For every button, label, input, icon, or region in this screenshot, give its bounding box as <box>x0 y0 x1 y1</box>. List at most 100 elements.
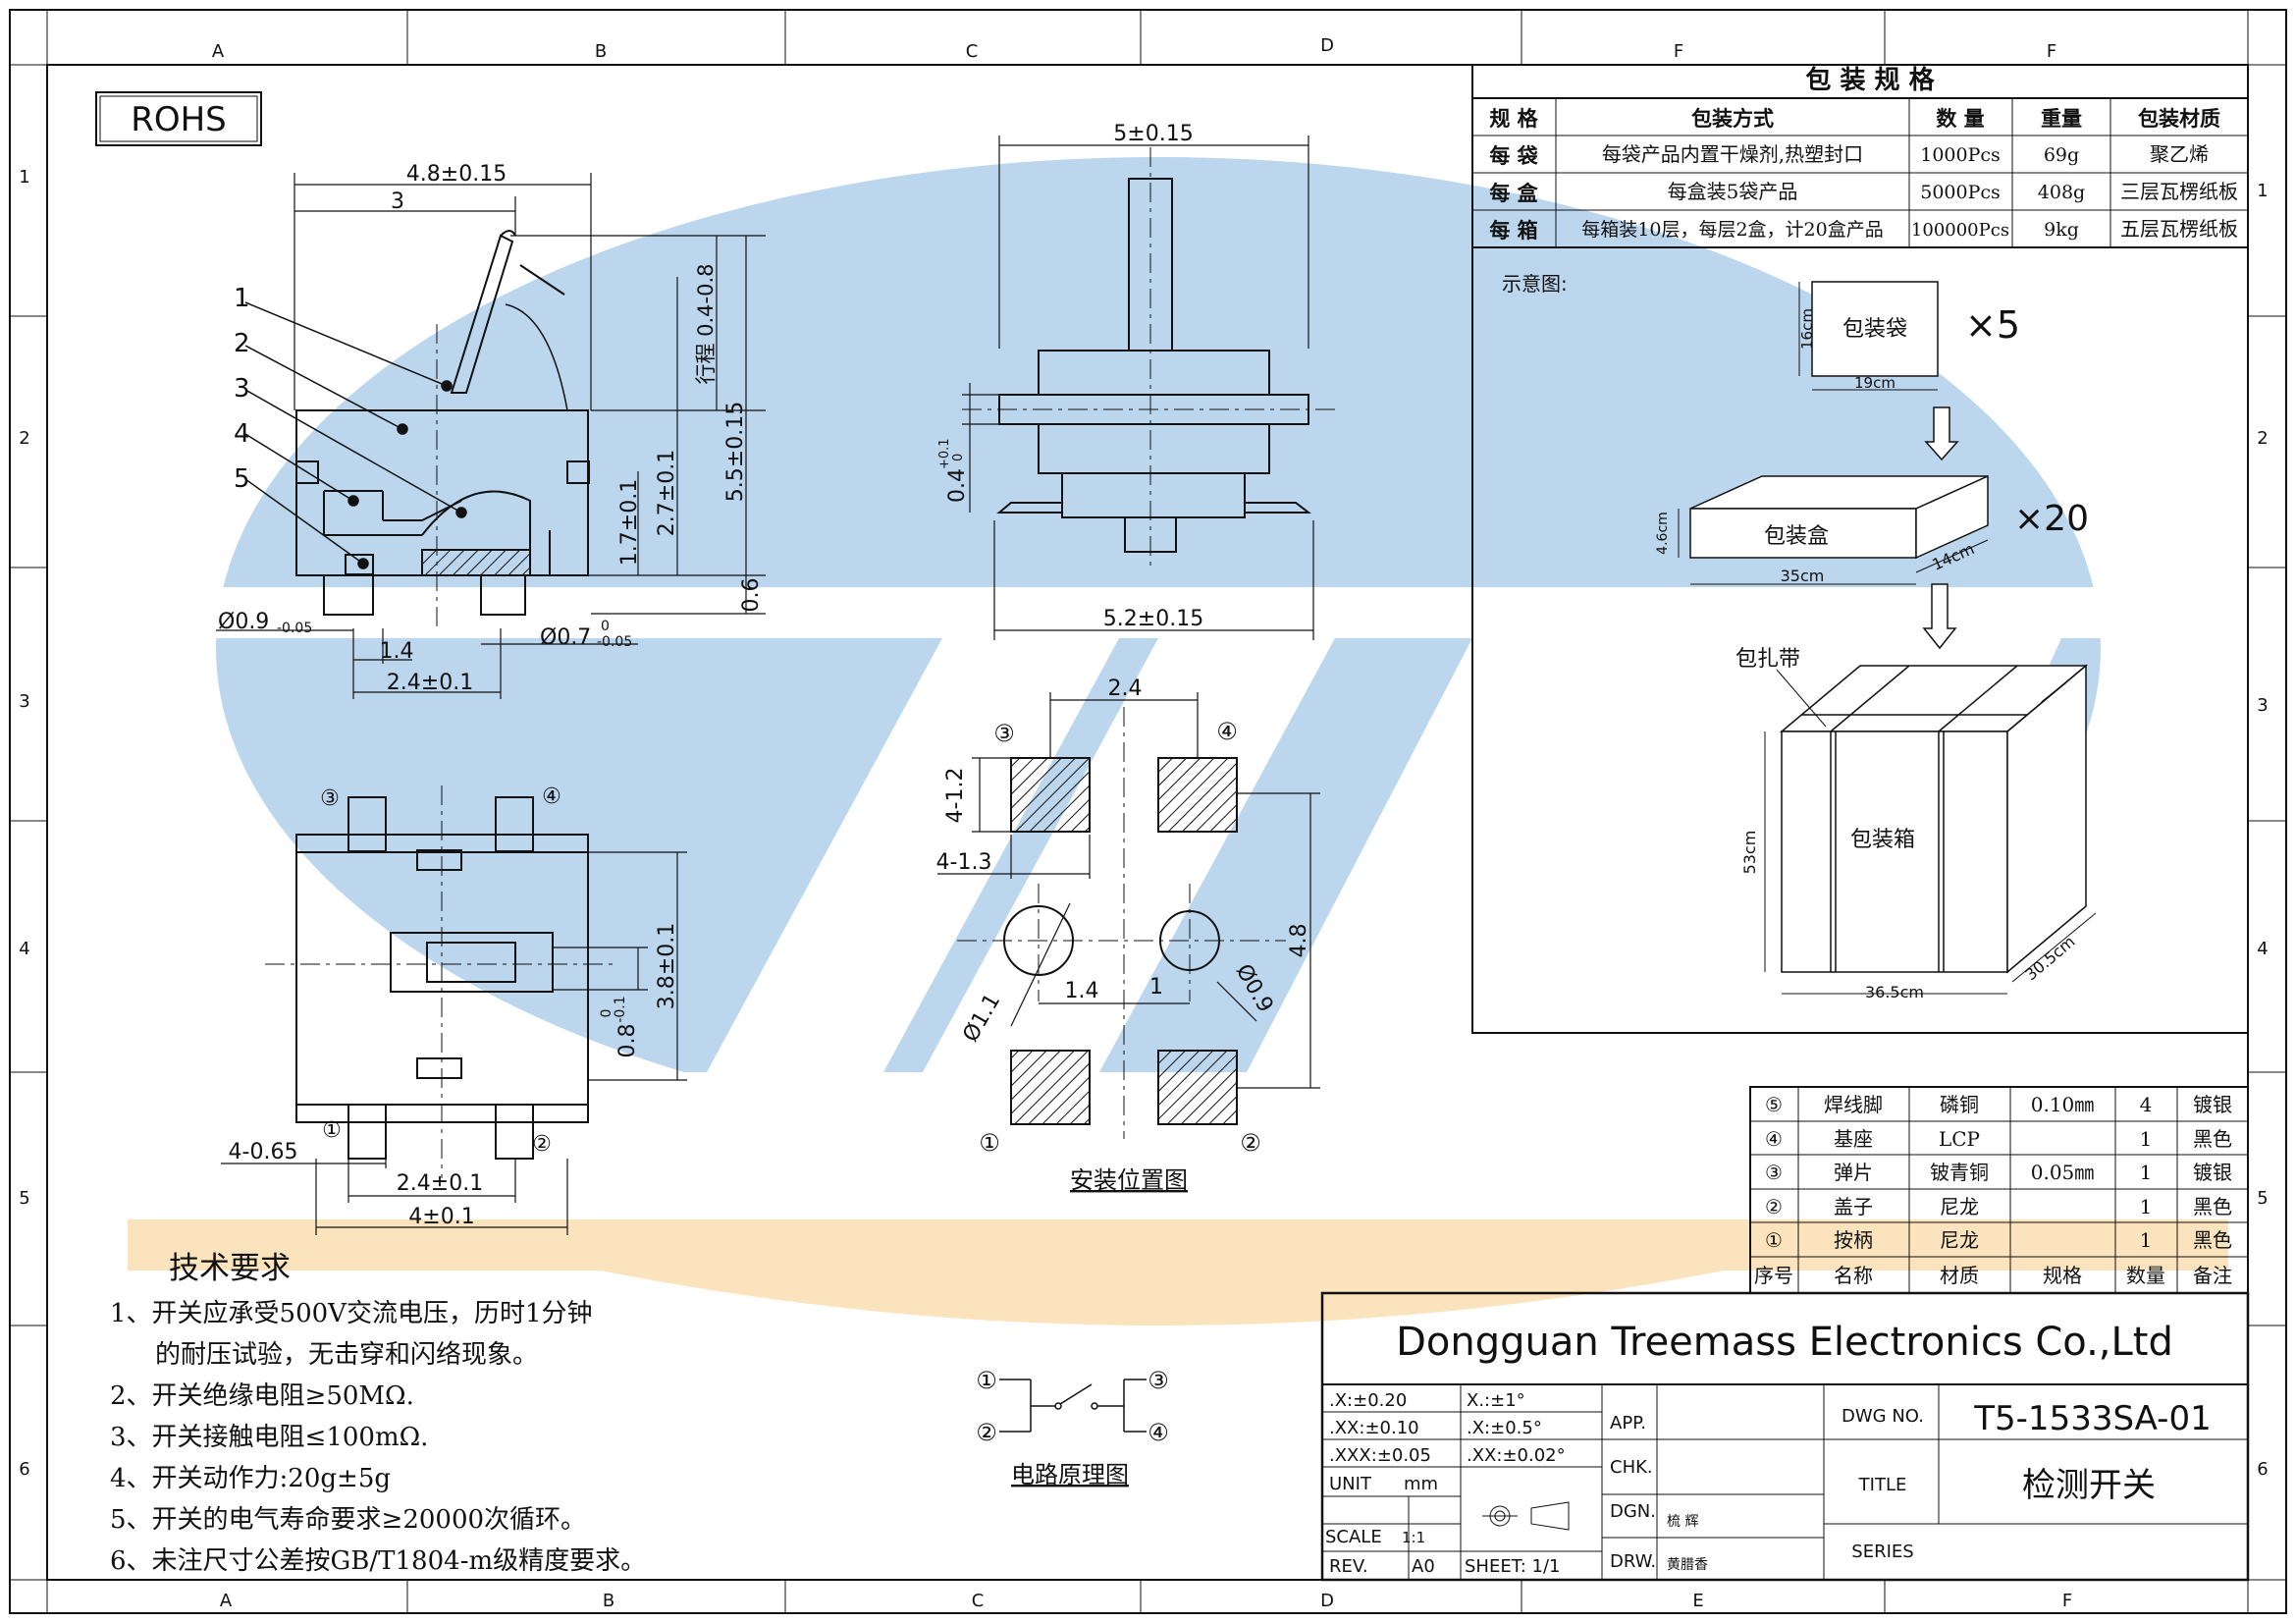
bom-cell: 焊线脚 <box>1824 1093 1883 1116</box>
dim-2-4: 2.4±0.1 <box>397 1171 483 1196</box>
bom-cell: 4 <box>2140 1093 2153 1116</box>
callout-3: 3 <box>234 374 250 404</box>
dim-1-4: 1.4 <box>380 639 414 664</box>
callout-4: 4 <box>234 419 250 449</box>
dim-height: 5.5±0.15 <box>723 402 748 502</box>
pin-2: ② <box>1240 1129 1261 1157</box>
bom-cell: ③ <box>1765 1161 1783 1184</box>
tech-requirements: 技术要求 1、开关应承受500V交流电压，历时1分钟 的耐压试验，无击穿和闪络现… <box>110 1251 646 1576</box>
dim-3: 3 <box>391 189 404 214</box>
mount-dims <box>937 692 1320 1089</box>
dim-2-7: 2.7±0.1 <box>655 450 679 536</box>
row-label: 1 <box>19 167 29 188</box>
packing-cell: 100000Pcs <box>1911 220 2009 241</box>
dim-0-6: 0.6 <box>739 578 764 613</box>
packing-cell: 每箱装10层，每层2盒，计20盒产品 <box>1581 219 1883 241</box>
packing-diagram-labels: 示意图: 包装袋 16cm 19cm ×5 包装盒 4.6cm 35cm 14c… <box>1502 272 2089 1001</box>
diagram-label: 示意图: <box>1502 272 1568 296</box>
bottom-view-center <box>265 785 618 1178</box>
callout-2: 2 <box>234 329 250 358</box>
side-view-dims <box>216 173 766 699</box>
bom-cell: LCP <box>1939 1127 1980 1151</box>
bom-cell: 0.10㎜ <box>2031 1093 2095 1116</box>
front-view-center <box>962 147 1335 569</box>
row-label: 4 <box>2257 939 2268 959</box>
box-label: 包装盒 <box>1764 524 1829 549</box>
tol-2: .XX:±0.10 <box>1329 1418 1419 1438</box>
dim-d0-9-tol: -0.05 <box>277 621 312 636</box>
packing-cell: 每袋产品内置干燥剂,热塑封口 <box>1602 142 1863 166</box>
pin-4: ④ <box>1148 1419 1169 1446</box>
bom-header: 材质 <box>1940 1264 1979 1287</box>
scale-value: 1:1 <box>1402 1529 1425 1546</box>
pin-4: ④ <box>542 784 561 809</box>
dim-2-4: 2.4±0.1 <box>387 671 473 695</box>
dim-0-8-tol: -0.1 <box>613 996 628 1022</box>
ang-3: .XX:±0.02° <box>1467 1445 1566 1466</box>
pin-3: ③ <box>320 786 340 811</box>
pin-2: ② <box>976 1419 997 1446</box>
scale-label: SCALE <box>1325 1527 1382 1547</box>
ang-2: .X:±0.5° <box>1467 1418 1542 1438</box>
bag-label: 包装袋 <box>1842 317 1907 342</box>
row-label: 3 <box>19 691 29 712</box>
side-view <box>295 230 590 616</box>
tech-item: 6、未注尺寸公差按GB/T1804-m级精度要求。 <box>110 1546 646 1576</box>
dim-0-4: 0.4 <box>945 468 970 503</box>
packing-cell: 9kg <box>2044 219 2079 241</box>
row-label: 3 <box>2257 695 2268 716</box>
bom-cell: 按柄 <box>1834 1228 1873 1252</box>
dim-0-4-tol: +0.1 <box>937 438 952 469</box>
packing-cell: 五层瓦楞纸板 <box>2120 217 2238 241</box>
circuit-title: 电路原理图 <box>1011 1461 1129 1488</box>
bom-header: 序号 <box>1754 1264 1793 1287</box>
series-label: SERIES <box>1851 1542 1913 1562</box>
packing-text: 包 装 规 格 规 格 包装方式 数 量 重量 包装材质 每 袋 每袋产品内置干… <box>1489 65 2238 243</box>
dgn-label: DGN. <box>1610 1501 1656 1522</box>
callout-5: 5 <box>234 464 250 494</box>
title-block-text: Dongguan Treemass Electronics Co.,Ltd .X… <box>1325 1320 2212 1577</box>
side-view-labels: 4.8±0.15 3 行程 0.4-0.8 5.5±0.15 1.7±0.1 2… <box>218 162 764 695</box>
row-label: 6 <box>2257 1459 2268 1480</box>
circuit-labels: ① ② ③ ④ 电路原理图 <box>976 1367 1169 1488</box>
packing-cell: 1000Pcs <box>1920 144 2001 166</box>
dim-d0-7-tol: -0.05 <box>597 634 632 650</box>
carton-label: 包装箱 <box>1850 828 1915 852</box>
dim-4-8: 4.8 <box>1287 924 1311 958</box>
dim-top: 5±0.15 <box>1113 122 1193 146</box>
bag-w: 19cm <box>1854 374 1896 392</box>
tech-item: 4、开关动作力:20g±5g <box>110 1464 391 1493</box>
bom-cell: 盖子 <box>1834 1195 1873 1218</box>
dim-0-8-tol0: 0 <box>599 1009 614 1018</box>
box-w: 35cm <box>1781 567 1825 585</box>
col-label: D <box>1320 35 1334 56</box>
sheet-label: SHEET: 1/1 <box>1465 1556 1560 1577</box>
col-label: B <box>603 1591 614 1611</box>
dim-4-0-65: 4-0.65 <box>229 1140 298 1164</box>
rev-value: A0 <box>1412 1556 1435 1577</box>
bom-cell: 镀银 <box>2193 1161 2232 1184</box>
col-label: E <box>1692 1591 1703 1611</box>
packing-cell: 5000Pcs <box>1920 182 2001 203</box>
drawing-title: 检测开关 <box>2022 1466 2156 1505</box>
tol-1: .X:±0.20 <box>1329 1390 1407 1411</box>
bottom-view-dims <box>221 851 687 1235</box>
app-label: APP. <box>1610 1413 1646 1434</box>
bom-header: 数量 <box>2126 1264 2165 1287</box>
tol-3: .XXX:±0.05 <box>1329 1445 1431 1466</box>
bom-cell: 0.05㎜ <box>2031 1161 2095 1184</box>
col-label: B <box>595 41 607 62</box>
bag-count: ×5 <box>1965 303 2020 347</box>
dim-1-7: 1.7±0.1 <box>617 479 642 566</box>
callout-1: 1 <box>234 284 250 313</box>
packing-cell: 每 箱 <box>1489 218 1537 243</box>
packing-title: 包 装 规 格 <box>1805 65 1935 95</box>
tech-item: 3、开关接触电阻≤100mΩ. <box>110 1423 428 1452</box>
tech-item: 2、开关绝缘电阻≥50MΩ. <box>110 1381 414 1411</box>
bom-cell: 弹片 <box>1834 1161 1873 1184</box>
dim-0-8: 0.8 <box>615 1024 640 1058</box>
bag-h: 16cm <box>1798 308 1816 350</box>
carton-h: 53cm <box>1740 831 1759 875</box>
pin-3: ③ <box>993 720 1015 747</box>
box-h: 4.6cm <box>1655 512 1671 555</box>
